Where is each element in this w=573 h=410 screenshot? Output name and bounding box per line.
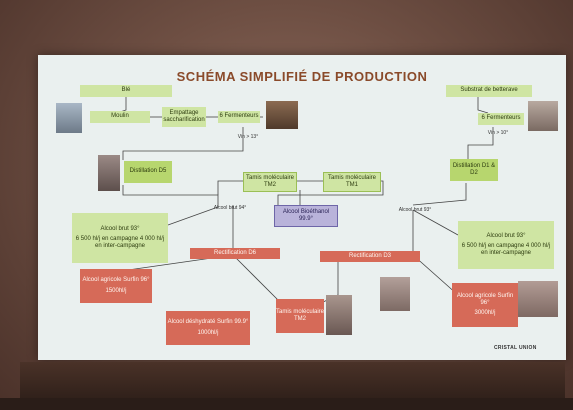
node-fermenteurs-right: 6 Fermenteurs xyxy=(478,113,524,125)
alcool-agricole-right-qty: 3000hl/j xyxy=(474,310,496,317)
alcool-deshydrate-qty: 1000hl/j xyxy=(197,329,219,336)
node-empattage: Empattage saccharification xyxy=(162,107,206,127)
production-right: 6 500 hl/j en campagne 4 000 hl/j en int… xyxy=(461,242,551,257)
node-alcool-agricole-right: Alcool agricole Surfin 96° 3000hl/j xyxy=(452,283,518,327)
alcool-deshydrate-label: Alcool déshydraté Surfin 99.9° xyxy=(167,319,249,326)
brand-logo: CRISTAL UNION xyxy=(494,345,537,351)
label-alcool-brut-94: Alcool brut 94° xyxy=(213,205,247,211)
screen-base xyxy=(20,362,565,402)
node-rectification-d6: Rectification D6 xyxy=(190,248,280,259)
projection-screen: SCHÉMA SIMPLIFIÉ DE PRODUCTION xyxy=(38,55,566,360)
node-moulin: Moulin xyxy=(90,111,150,123)
alcool-agricole-left-label: Alcool agricole Surfin 96° xyxy=(82,277,150,284)
silo-photo xyxy=(56,103,82,133)
node-tamis-tm2-top: Tamis moléculaire TM2 xyxy=(243,172,297,192)
alcool-brut-right-label: Alcool brut 93° xyxy=(486,232,526,239)
fermenteur-photo xyxy=(266,101,298,129)
alcool-agricole-photo xyxy=(518,281,558,317)
node-alcool-bioethanol: Alcool Bioéthanol 99.9° xyxy=(274,205,338,227)
betterave-photo xyxy=(528,101,558,131)
production-left: 6 500 hl/j en campagne 4 000 hl/j en int… xyxy=(75,235,165,250)
alcool-agricole-left-qty: 1500hl/j xyxy=(105,287,127,294)
rectification-photo xyxy=(380,277,410,311)
node-ble: Blé xyxy=(80,85,172,97)
tamis-photo xyxy=(326,295,352,335)
node-alcool-brut-left: Alcool brut 93° 6 500 hl/j en campagne 4… xyxy=(72,213,168,263)
node-distillation-d5: Distillation D5 xyxy=(124,161,172,183)
node-alcool-agricole-left: Alcool agricole Surfin 96° 1500hl/j xyxy=(80,269,152,303)
label-alcool-brut-93: Alcool brut 93° xyxy=(398,207,432,213)
label-vin10: Vin > 10° xyxy=(487,130,509,136)
node-fermenteurs-left: 6 Fermenteurs xyxy=(218,111,260,123)
node-rectification-d3: Rectification D3 xyxy=(320,251,420,262)
node-alcool-brut-right: Alcool brut 93° 6 500 hl/j en campagne 4… xyxy=(458,221,554,269)
alcool-agricole-right-label: Alcool agricole Surfin 96° xyxy=(456,292,514,306)
node-tamis-tm1: Tamis moléculaire TM1 xyxy=(323,172,381,192)
node-distillation-d1d2: Distillation D1 & D2 xyxy=(450,159,498,181)
alcool-brut-left-label: Alcool brut 93° xyxy=(100,225,140,232)
node-alcool-deshydrate: Alcool déshydraté Surfin 99.9° 1000hl/j xyxy=(166,311,250,345)
label-vin13: Vin > 13° xyxy=(237,134,259,140)
connector-lines xyxy=(119,97,494,311)
distillation-photo xyxy=(98,155,120,191)
diagram-title: SCHÉMA SIMPLIFIÉ DE PRODUCTION xyxy=(176,69,428,84)
node-tamis-tm2-bottom: Tamis moléculaire TM2 xyxy=(276,299,324,333)
floor-edge xyxy=(0,398,573,410)
node-substrat: Substrat de betterave xyxy=(446,85,532,97)
